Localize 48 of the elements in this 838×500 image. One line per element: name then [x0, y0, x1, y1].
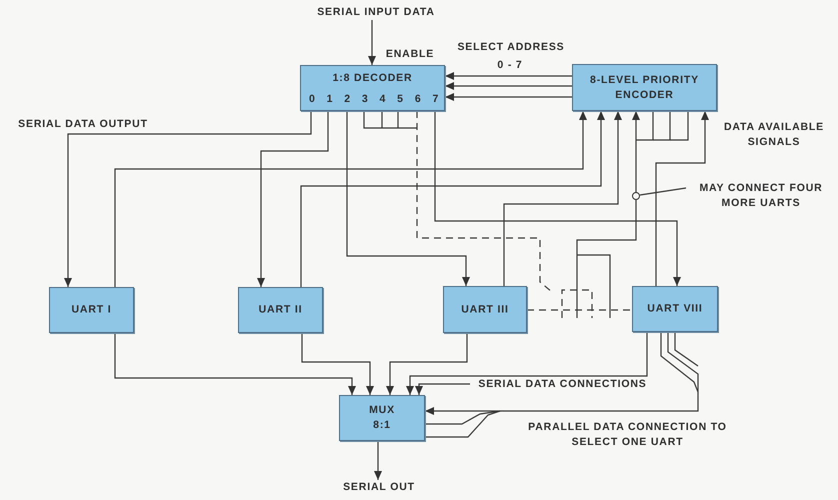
enable-label: ENABLE [384, 47, 436, 62]
uart-block [238, 287, 323, 333]
block-label: UART III [460, 302, 510, 317]
uart-block [632, 286, 718, 332]
output-label: SERIAL OUT [338, 480, 420, 495]
dashed-line [363, 111, 593, 318]
address-range: 0 - 7 [496, 58, 524, 73]
signals-label: DATA AVAILABLE SIGNALS [722, 120, 826, 150]
arrow [301, 333, 374, 395]
arrow [114, 111, 587, 287]
arrow [346, 111, 470, 286]
arrow [434, 111, 681, 286]
encoder-block [572, 64, 717, 111]
arrow [300, 111, 605, 287]
edge-label: PARALLEL DATA CONNECTION TO SELECT ONE UART [527, 420, 728, 450]
pin-numbers: 0 1 2 3 4 5 6 7 [309, 92, 440, 107]
arrow [64, 111, 312, 287]
block-label: 8-LEVEL PRIORITY ENCODER [589, 72, 700, 102]
uart-block [49, 287, 134, 333]
arrow [503, 111, 622, 286]
block-label: 1:8 DECODER [332, 71, 414, 86]
block-label: MUX 8:1 [368, 403, 396, 433]
arrow [445, 82, 572, 90]
block-label: UART I [70, 302, 113, 318]
multiplexer-block [339, 395, 425, 441]
dashed-line [527, 309, 632, 311]
arrow [386, 333, 468, 395]
block-label: UART II [258, 302, 304, 318]
block-label: UART VIII [646, 302, 704, 316]
arrow [374, 441, 382, 480]
leader-line [640, 187, 686, 196]
arrow [445, 93, 572, 101]
connection-note: SERIAL DATA CONNECTIONS [470, 377, 655, 392]
arrow [257, 111, 329, 287]
address-label: SELECT ADDRESS [456, 40, 566, 55]
decoder-block [300, 65, 445, 111]
expansion-note: MAY CONNECT FOUR MORE UARTS [686, 181, 836, 211]
arrow [368, 20, 376, 65]
output-label: SERIAL DATA OUTPUT [17, 117, 149, 132]
uart-block [443, 286, 527, 333]
arrow [406, 332, 648, 395]
arrow [415, 383, 470, 395]
arrow [655, 111, 709, 286]
arrow [445, 72, 572, 80]
arrow [576, 111, 689, 318]
arrow [425, 332, 699, 415]
arrow [114, 333, 356, 395]
input-label: SERIAL INPUT DATA [300, 5, 452, 20]
